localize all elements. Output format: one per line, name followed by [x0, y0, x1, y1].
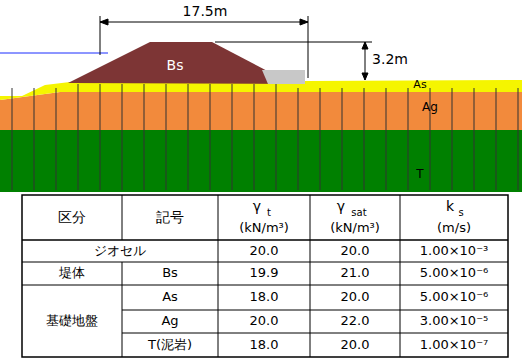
borehole-line	[100, 84, 101, 190]
table-header: (kN/m³)	[218, 219, 310, 237]
borehole-line	[386, 88, 387, 190]
table-cell: 18.0	[218, 285, 310, 310]
table-cell: 20.0	[310, 333, 400, 357]
borehole-line	[188, 84, 189, 190]
table-cell: ジオセル	[22, 240, 218, 262]
borehole-line	[166, 84, 167, 190]
borehole-line	[518, 88, 519, 190]
borehole-lines	[12, 84, 518, 190]
embankment	[68, 42, 292, 84]
borehole-line	[342, 88, 343, 190]
table-header: t	[264, 206, 274, 218]
table-header: γ	[250, 198, 264, 216]
table-cell: As	[122, 285, 218, 310]
table-cell: 5.00×10⁻⁶	[400, 262, 508, 285]
table-cell: 堤体	[22, 262, 122, 285]
table-cell: 20.0	[218, 310, 310, 333]
table-header: s	[456, 206, 466, 218]
borehole-line	[364, 88, 365, 190]
borehole-line	[12, 88, 13, 190]
table-cell: Ag	[122, 310, 218, 333]
layer-name: T	[410, 168, 430, 182]
table-grid	[22, 195, 508, 357]
water-level	[0, 53, 108, 54]
borehole-line	[78, 84, 79, 190]
layer-name: Ag	[418, 101, 442, 115]
borehole-line	[34, 88, 35, 190]
borehole-line	[452, 88, 453, 190]
layer-name: Bs	[160, 58, 190, 74]
table-cell: Bs	[122, 262, 218, 285]
geocell	[262, 70, 305, 84]
dimension: 17.5m	[180, 4, 230, 20]
dimension-lines	[100, 16, 372, 80]
borehole-line	[232, 84, 233, 190]
table-cell: 19.9	[218, 262, 310, 285]
borehole-line	[144, 84, 145, 190]
borehole-line	[496, 88, 497, 190]
borehole-line	[408, 88, 409, 190]
table-cell: 1.00×10⁻³	[400, 240, 508, 262]
borehole-line	[210, 84, 211, 190]
table-cell: 18.0	[218, 333, 310, 357]
borehole-line	[298, 88, 299, 190]
borehole-line	[474, 88, 475, 190]
table-header: γ	[334, 198, 348, 216]
borehole-line	[320, 88, 321, 190]
layer-name: As	[408, 79, 432, 91]
borehole-line	[254, 84, 255, 190]
borehole-line	[122, 84, 123, 190]
table-cell: T(泥岩)	[122, 333, 218, 357]
table-header: 区分	[22, 195, 122, 240]
table-cell: 20.0	[310, 285, 400, 310]
table-cell: 3.00×10⁻⁵	[400, 310, 508, 333]
table-header: sat	[348, 206, 370, 218]
table-cell: 21.0	[310, 262, 400, 285]
table-cell: 20.0	[310, 240, 400, 262]
table-cell: 基礎地盤	[22, 285, 122, 357]
borehole-line	[276, 84, 277, 190]
table-cell: 20.0	[218, 240, 310, 262]
table-header: (kN/m³)	[310, 219, 400, 237]
table-header: 記号	[122, 195, 218, 240]
table-cell: 1.00×10⁻⁷	[400, 333, 508, 357]
borehole-line	[56, 88, 57, 190]
table-cell: 22.0	[310, 310, 400, 333]
table-cell: 5.00×10⁻⁶	[400, 285, 508, 310]
table-header: k	[444, 198, 456, 216]
dimension: 3.2m	[370, 52, 410, 68]
table-header: (m/s)	[400, 219, 508, 237]
